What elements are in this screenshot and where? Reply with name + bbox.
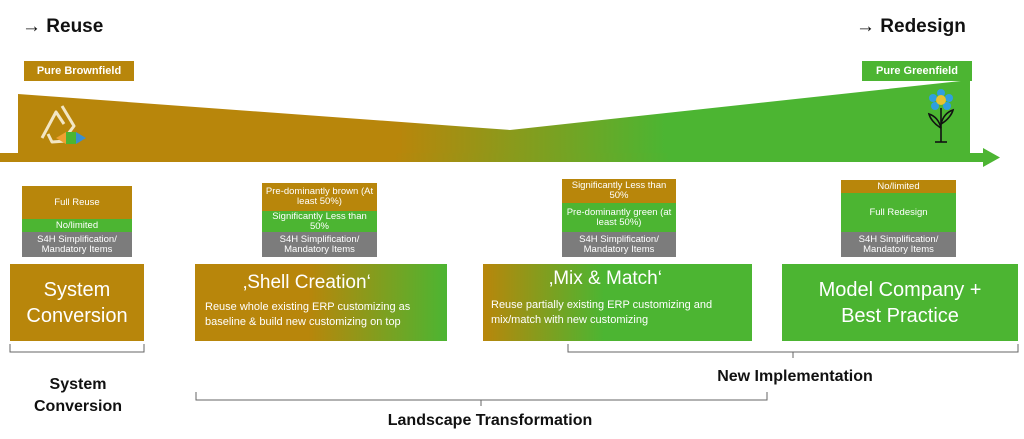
new-implementation-bracket xyxy=(567,344,1019,353)
redesign-heading: → Redesign xyxy=(856,16,966,37)
arrow-shaft xyxy=(0,153,985,162)
reuse-heading: → Reuse xyxy=(22,16,104,37)
c4-box-gray: S4H Simplification/ Mandatory Items xyxy=(841,232,956,257)
gradient-band xyxy=(18,80,970,155)
shell-creation-description: Reuse whole existing ERP customizing as … xyxy=(205,301,411,328)
c2-box-brown: Pre-dominantly brown (At least 50%) xyxy=(262,183,377,211)
c4-box-green: Full Redesign xyxy=(841,193,956,232)
recycle-icon xyxy=(40,105,86,144)
c2-box-gray: S4H Simplification/ Mandatory Items xyxy=(262,232,377,257)
mix-match-title: ‚Mix & Match‘ xyxy=(549,268,662,289)
system-conversion-label: System Conversion xyxy=(33,376,122,416)
shell-creation-title: ‚Shell Creation‘ xyxy=(243,272,371,293)
c2-box-green: Significantly Less than 50% xyxy=(262,211,377,232)
c3-box-brown: Significantly Less than 50% xyxy=(562,179,676,203)
mix-match-box: ‚Mix & Match‘ Reuse partially existing E… xyxy=(483,264,752,341)
c4-box-brown: No/limited xyxy=(841,180,956,193)
flower-icon xyxy=(927,89,955,143)
mix-match-description: Reuse partially existing ERP customizing… xyxy=(491,299,713,326)
c3-box-green: Pre-dominantly green (at least 50%) xyxy=(562,203,676,232)
c1-box-brown: Full Reuse xyxy=(22,186,132,219)
new-implementation-label: New Implementation xyxy=(717,368,873,385)
grouping-brackets xyxy=(9,344,1019,406)
system-conversion-title: System Conversion xyxy=(26,278,128,327)
landscape-transformation-label: Landscape Transformation xyxy=(387,412,593,429)
landscape-transformation-bracket xyxy=(195,392,768,401)
pure-greenfield-tag: Pure Greenfield xyxy=(862,61,972,81)
model-company-box: Model Company + Best Practice xyxy=(782,264,1018,341)
system-conversion-box: System Conversion xyxy=(10,264,144,341)
system-conversion-bracket xyxy=(9,344,145,353)
c1-box-gray: S4H Simplification/ Mandatory Items xyxy=(22,232,132,257)
c1-box-green: No/limited xyxy=(22,219,132,232)
c3-box-gray: S4H Simplification/ Mandatory Items xyxy=(562,232,676,257)
arrow-head xyxy=(983,148,1000,167)
transformation-arrow xyxy=(0,80,1000,167)
model-company-title: Model Company + Best Practice xyxy=(818,278,982,327)
pure-brownfield-tag: Pure Brownfield xyxy=(24,61,134,81)
shell-creation-box: ‚Shell Creation‘ Reuse whole existing ER… xyxy=(195,264,447,341)
